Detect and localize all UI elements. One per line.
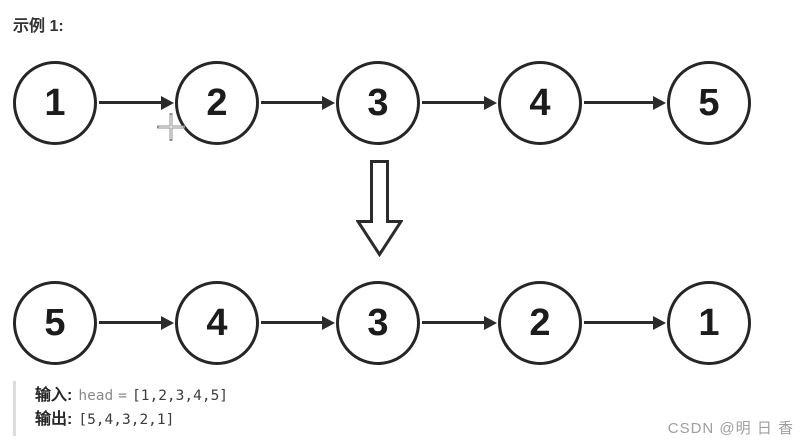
list-node: 5	[13, 281, 97, 365]
list-node: 2	[175, 61, 259, 145]
equals-sign: =	[118, 388, 127, 404]
output-label: 输出:	[35, 411, 73, 428]
next-pointer-arrow	[261, 101, 322, 104]
output-line: 输出: [5,4,3,2,1]	[35, 408, 228, 432]
node-value: 3	[367, 81, 389, 124]
crosshair-cursor-icon	[157, 113, 185, 141]
node-value: 4	[529, 81, 551, 124]
next-pointer-arrow	[422, 321, 484, 324]
node-value: 1	[44, 81, 66, 124]
example-title: 示例 1:	[13, 18, 64, 35]
list-node: 3	[336, 281, 420, 365]
list-node: 3	[336, 61, 420, 145]
next-pointer-arrow	[261, 321, 322, 324]
watermark: CSDN @明 日 香	[667, 420, 794, 437]
next-pointer-arrow	[99, 101, 161, 104]
input-list-value: [1,2,3,4,5]	[132, 388, 229, 404]
list-node: 1	[13, 61, 97, 145]
input-label: 输入:	[35, 387, 73, 404]
next-pointer-arrow	[422, 101, 484, 104]
input-variable: head	[78, 388, 114, 404]
output-list-value: [5,4,3,2,1]	[78, 412, 175, 428]
list-node: 4	[175, 281, 259, 365]
input-line: 输入: head= [1,2,3,4,5]	[35, 384, 228, 408]
list-node: 2	[498, 281, 582, 365]
next-pointer-arrow	[584, 321, 653, 324]
node-value: 3	[367, 301, 389, 344]
list-node: 1	[667, 281, 751, 365]
next-pointer-arrow	[584, 101, 653, 104]
node-value: 2	[529, 301, 551, 344]
next-pointer-arrow	[99, 321, 161, 324]
example-io-block: 输入: head= [1,2,3,4,5] 输出: [5,4,3,2,1]	[13, 381, 228, 436]
node-value: 1	[698, 301, 720, 344]
transform-down-arrow-icon	[356, 160, 403, 257]
list-node: 4	[498, 61, 582, 145]
list-node: 5	[667, 61, 751, 145]
node-value: 2	[206, 81, 228, 124]
node-value: 5	[44, 301, 66, 344]
node-value: 4	[206, 301, 228, 344]
node-value: 5	[698, 81, 720, 124]
